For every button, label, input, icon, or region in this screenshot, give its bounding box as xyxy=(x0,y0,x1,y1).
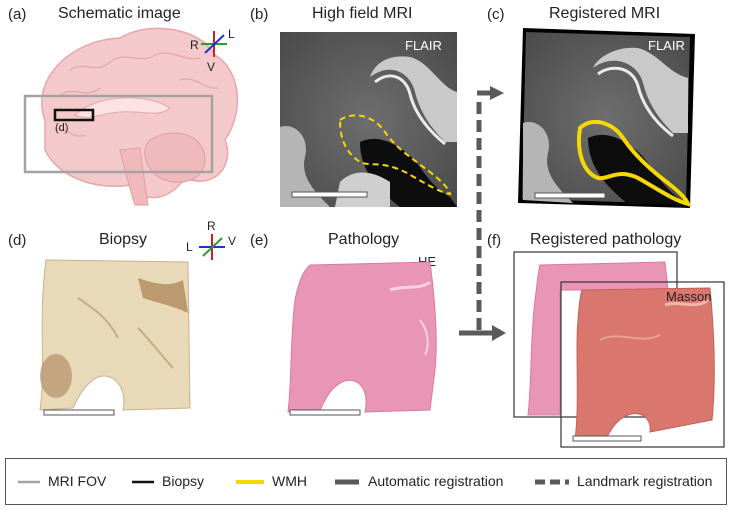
orientation-axes-a xyxy=(201,31,227,57)
landmark-arrowhead xyxy=(490,86,504,100)
sequence-label-c: FLAIR xyxy=(648,38,685,53)
he-tissue xyxy=(287,261,437,413)
orient-d-r: R xyxy=(207,219,216,233)
panel-d-letter: (d) xyxy=(8,232,27,249)
scale-bar-e xyxy=(289,409,361,416)
orientation-axes-d xyxy=(199,234,225,260)
legend-label-mri-fov: MRI FOV xyxy=(48,473,107,489)
orient-a-v: V xyxy=(207,60,216,74)
biopsy-image xyxy=(39,259,191,411)
legend-label-landmark: Landmark registration xyxy=(577,473,713,489)
panel-a-title: Schematic image xyxy=(58,5,181,22)
orient-a-l: L xyxy=(228,27,235,41)
panel-a-inset-label: (d) xyxy=(55,122,69,134)
mri-image-c xyxy=(518,28,695,208)
registered-he-tissue xyxy=(527,261,669,416)
panel-f-letter: (f) xyxy=(487,232,502,249)
he-pathology-image xyxy=(287,261,437,413)
orient-a-r: R xyxy=(190,38,199,52)
wmh-outline-b xyxy=(338,114,452,196)
brain-gyri xyxy=(54,52,219,137)
scale-bar-b xyxy=(291,191,368,198)
cerebellum xyxy=(144,132,206,183)
panel-d-title: Biopsy xyxy=(99,231,148,248)
panel-c-letter: (c) xyxy=(487,6,505,23)
panel-a-letter: (a) xyxy=(8,6,27,23)
panel-c-title: Registered MRI xyxy=(549,5,661,22)
panel-e-title: Pathology xyxy=(328,231,400,248)
masson-frame xyxy=(560,281,725,448)
scale-bar-d xyxy=(43,409,115,416)
legend-label-wmh: WMH xyxy=(272,473,307,489)
mri-fov-rect-a xyxy=(23,94,214,174)
scale-bar-f xyxy=(572,435,642,442)
biopsy-rect-a xyxy=(53,108,95,122)
sequence-label-b: FLAIR xyxy=(405,38,442,53)
panel-f-title: Registered pathology xyxy=(530,231,682,248)
scale-bar-c xyxy=(534,192,606,199)
panel-e-letter: (e) xyxy=(250,232,269,249)
automatic-arrowhead xyxy=(492,325,506,341)
mri-image-b xyxy=(280,32,457,207)
stain-label-f: Masson xyxy=(666,289,712,304)
brainstem xyxy=(119,147,149,206)
panel-b-letter: (b) xyxy=(250,6,269,23)
panel-b-title: High field MRI xyxy=(312,5,413,22)
legend: MRI FOV Biopsy WMH Automatic registratio… xyxy=(5,458,727,505)
orient-d-l: L xyxy=(186,240,193,254)
legend-label-automatic: Automatic registration xyxy=(368,473,504,489)
orient-d-v: V xyxy=(228,234,237,248)
legend-label-biopsy: Biopsy xyxy=(162,473,205,489)
wmh-outline-c xyxy=(577,119,692,207)
corpus-callosum xyxy=(74,97,171,119)
registered-masson-tissue xyxy=(574,287,715,441)
legend-swatches xyxy=(18,479,569,485)
